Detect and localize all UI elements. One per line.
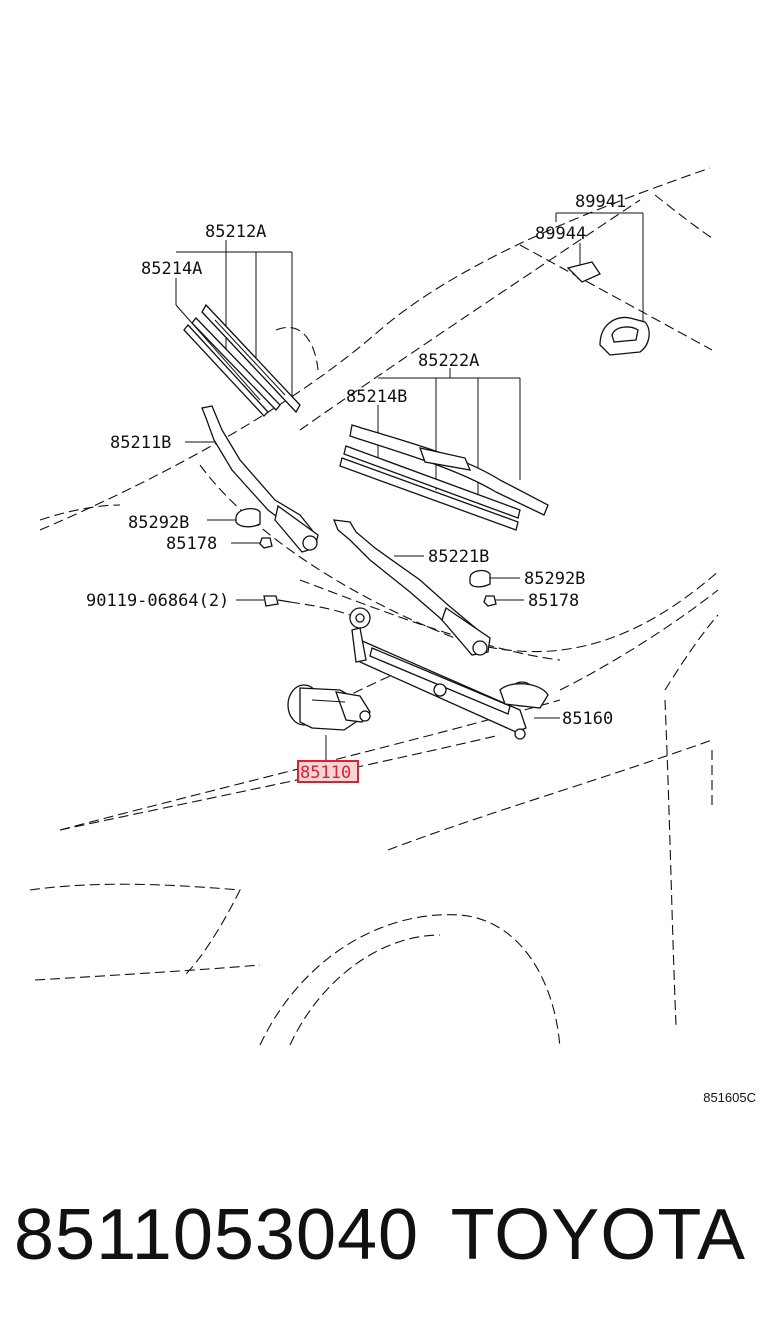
label-85292B-right[interactable]: 85292B <box>524 569 585 589</box>
wiper-motor <box>287 684 371 731</box>
wiper-arm-left <box>201 405 319 553</box>
label-85178-right[interactable]: 85178 <box>528 591 579 611</box>
label-85214A[interactable]: 85214A <box>141 259 202 279</box>
label-85178-left[interactable]: 85178 <box>166 534 217 554</box>
label-85212A[interactable]: 85212A <box>205 222 266 242</box>
label-85214B[interactable]: 85214B <box>346 387 407 407</box>
label-85221B[interactable]: 85221B <box>428 547 489 567</box>
part-number: 8511053040 <box>14 1195 420 1275</box>
wiper-arm-right <box>332 519 491 656</box>
label-85160[interactable]: 85160 <box>562 709 613 729</box>
label-85110[interactable]: 85110 <box>300 763 351 783</box>
wiper-blade-b <box>339 424 549 531</box>
leader-lines <box>175 212 644 762</box>
label-85211B[interactable]: 85211B <box>110 433 171 453</box>
label-90119-06864[interactable]: 90119-06864(2) <box>86 591 229 611</box>
footer: 8511053040 TOYOTA <box>14 1185 746 1285</box>
brand-name: TOYOTA <box>450 1195 746 1275</box>
part-labels: 89941 89944 85212A 85214A 85222A 85214B … <box>86 192 626 783</box>
label-89941[interactable]: 89941 <box>575 192 626 212</box>
label-85222A[interactable]: 85222A <box>418 351 479 371</box>
label-89944[interactable]: 89944 <box>535 224 586 244</box>
washer-nozzles <box>566 261 650 356</box>
wiper-parts-diagram: 89941 89944 85212A 85214A 85222A 85214B … <box>29 167 721 1049</box>
wiper-linkage <box>349 607 549 740</box>
label-85292B-left[interactable]: 85292B <box>128 513 189 533</box>
diagram-reference-code: 851605C <box>703 1090 756 1105</box>
highlight-box-85110 <box>297 760 359 783</box>
caps-and-nuts <box>235 507 497 607</box>
wiper-blade-a <box>183 303 301 417</box>
